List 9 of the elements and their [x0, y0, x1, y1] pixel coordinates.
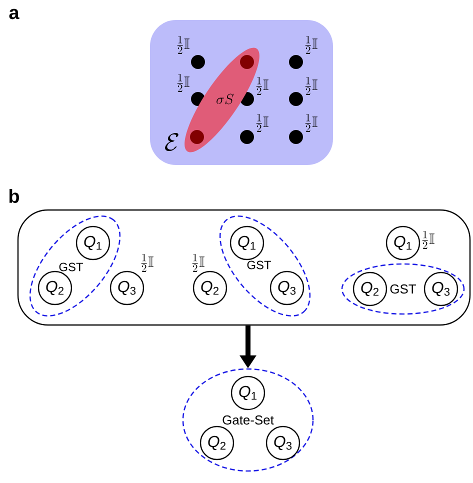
identity-label: $\frac{1}{2}\mathbb{I}$: [141, 254, 154, 272]
identity-label: $\frac{1}{2}\mathbb{I}$: [305, 36, 318, 54]
panel-letter: b: [9, 189, 19, 203]
panel-letter: a: [9, 8, 20, 20]
identity-label: $\frac{1}{2}\mathbb{I}$: [305, 114, 318, 132]
identity-label: $\frac{1}{2}\mathbb{I}$: [305, 76, 318, 95]
identity-label: $\frac{1}{2}\mathbb{I}$: [192, 254, 205, 272]
rounded-box: [17, 209, 471, 326]
identity-label: $\frac{1}{2}\mathbb{I}$: [422, 230, 435, 249]
